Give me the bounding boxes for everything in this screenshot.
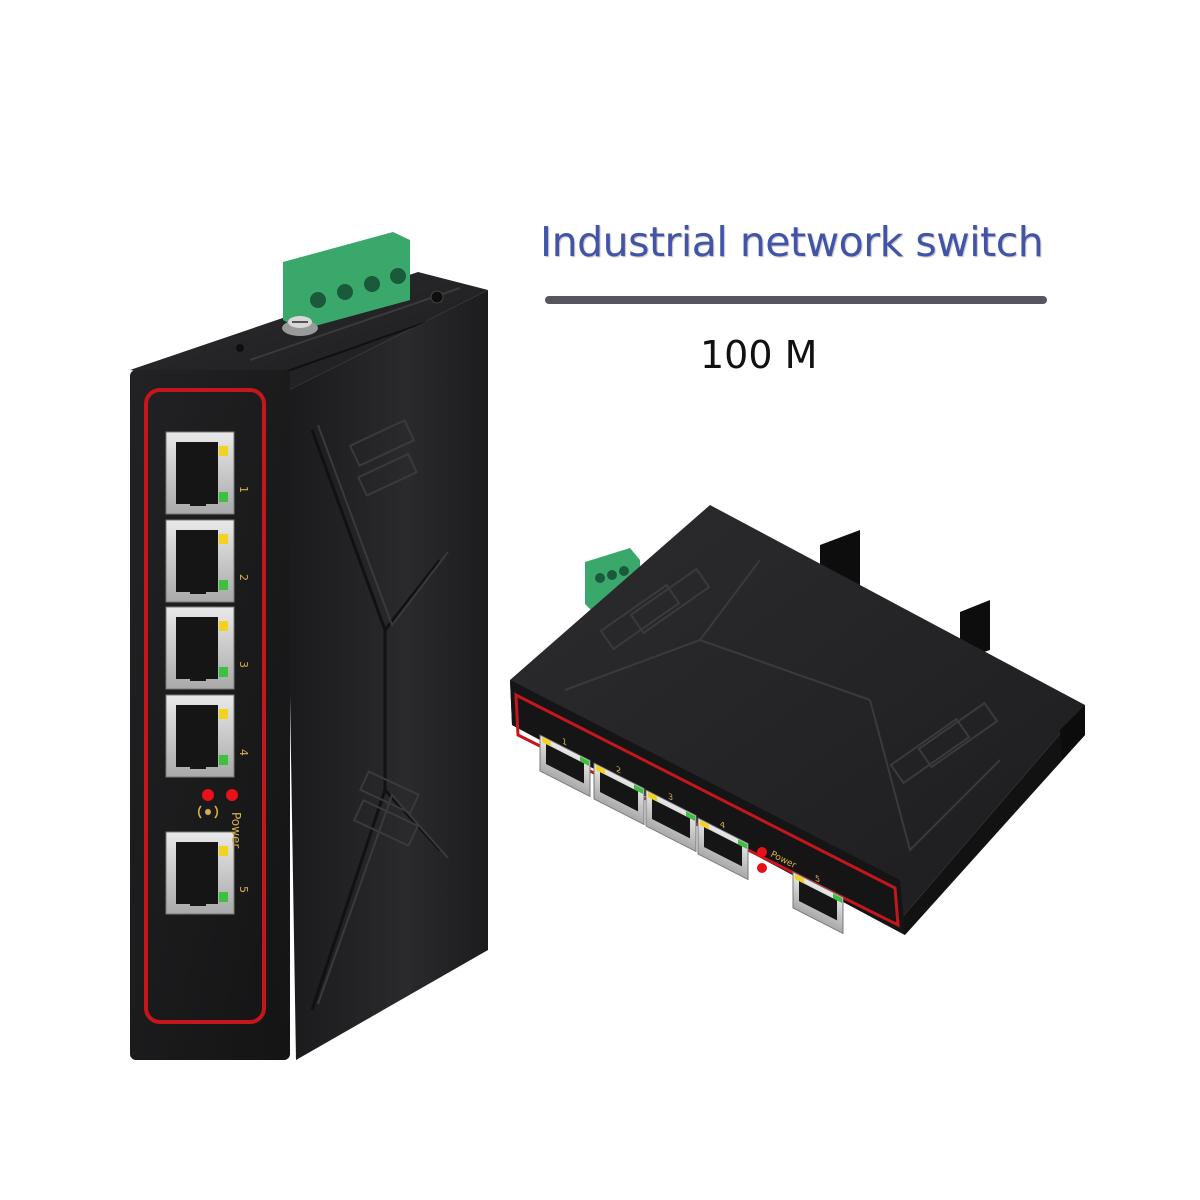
- horizontal-port-number-label: 2: [616, 765, 621, 777]
- horizontal-rj45-port-1: 1: [539, 734, 591, 798]
- horizontal-switch-side: [900, 705, 1085, 935]
- top-emboss-pattern: [564, 559, 1001, 852]
- rj45-port-4: 4: [165, 694, 250, 778]
- port-number-label: 2: [237, 574, 250, 581]
- side-emboss-pattern: [310, 429, 442, 1011]
- horizontal-switch-top: [510, 505, 1085, 920]
- vertical-accent-frame: [144, 388, 266, 1024]
- signal-icon: [197, 805, 219, 819]
- ground-screw-icon: [282, 316, 318, 336]
- horizontal-rj45-port-2: 2: [593, 762, 645, 826]
- horizontal-port-number-label: 3: [668, 792, 673, 804]
- headline-divider: [545, 296, 1047, 304]
- port-number-label: 1: [237, 486, 250, 493]
- rj45-port-1: 1: [165, 431, 250, 515]
- horizontal-accent-frame: [514, 692, 900, 928]
- horizontal-port-number-label: 5: [815, 874, 820, 886]
- port-number-label: 3: [237, 661, 250, 668]
- vertical-port-group: 1 2 3 4 5: [165, 431, 250, 915]
- rj45-port-2: 2: [165, 519, 250, 603]
- rj45-port-3: 3: [165, 606, 250, 690]
- port-number-label: 5: [237, 886, 250, 893]
- vertical-power-label: Power: [229, 812, 243, 848]
- horizontal-port-number-label: 4: [720, 820, 725, 832]
- rj45-port-5: 5: [165, 831, 250, 915]
- horizontal-port-group: 1 2 3 4 5: [539, 734, 844, 935]
- horizontal-rj45-port-3: 3: [645, 789, 697, 853]
- headline: Industrial network switch: [540, 218, 1044, 266]
- vertical-switch: 1 2 3 4 5 Power: [130, 232, 488, 1060]
- terminal-block-icon: [283, 232, 410, 330]
- horizontal-port-number-label: 1: [562, 737, 567, 749]
- horizontal-rj45-port-5: 5: [792, 871, 844, 935]
- speed-label: 100 M: [700, 333, 818, 377]
- horizontal-rj45-port-4: 4: [697, 817, 749, 881]
- port-number-label: 4: [237, 749, 250, 756]
- vertical-status-leds: Power: [197, 789, 243, 848]
